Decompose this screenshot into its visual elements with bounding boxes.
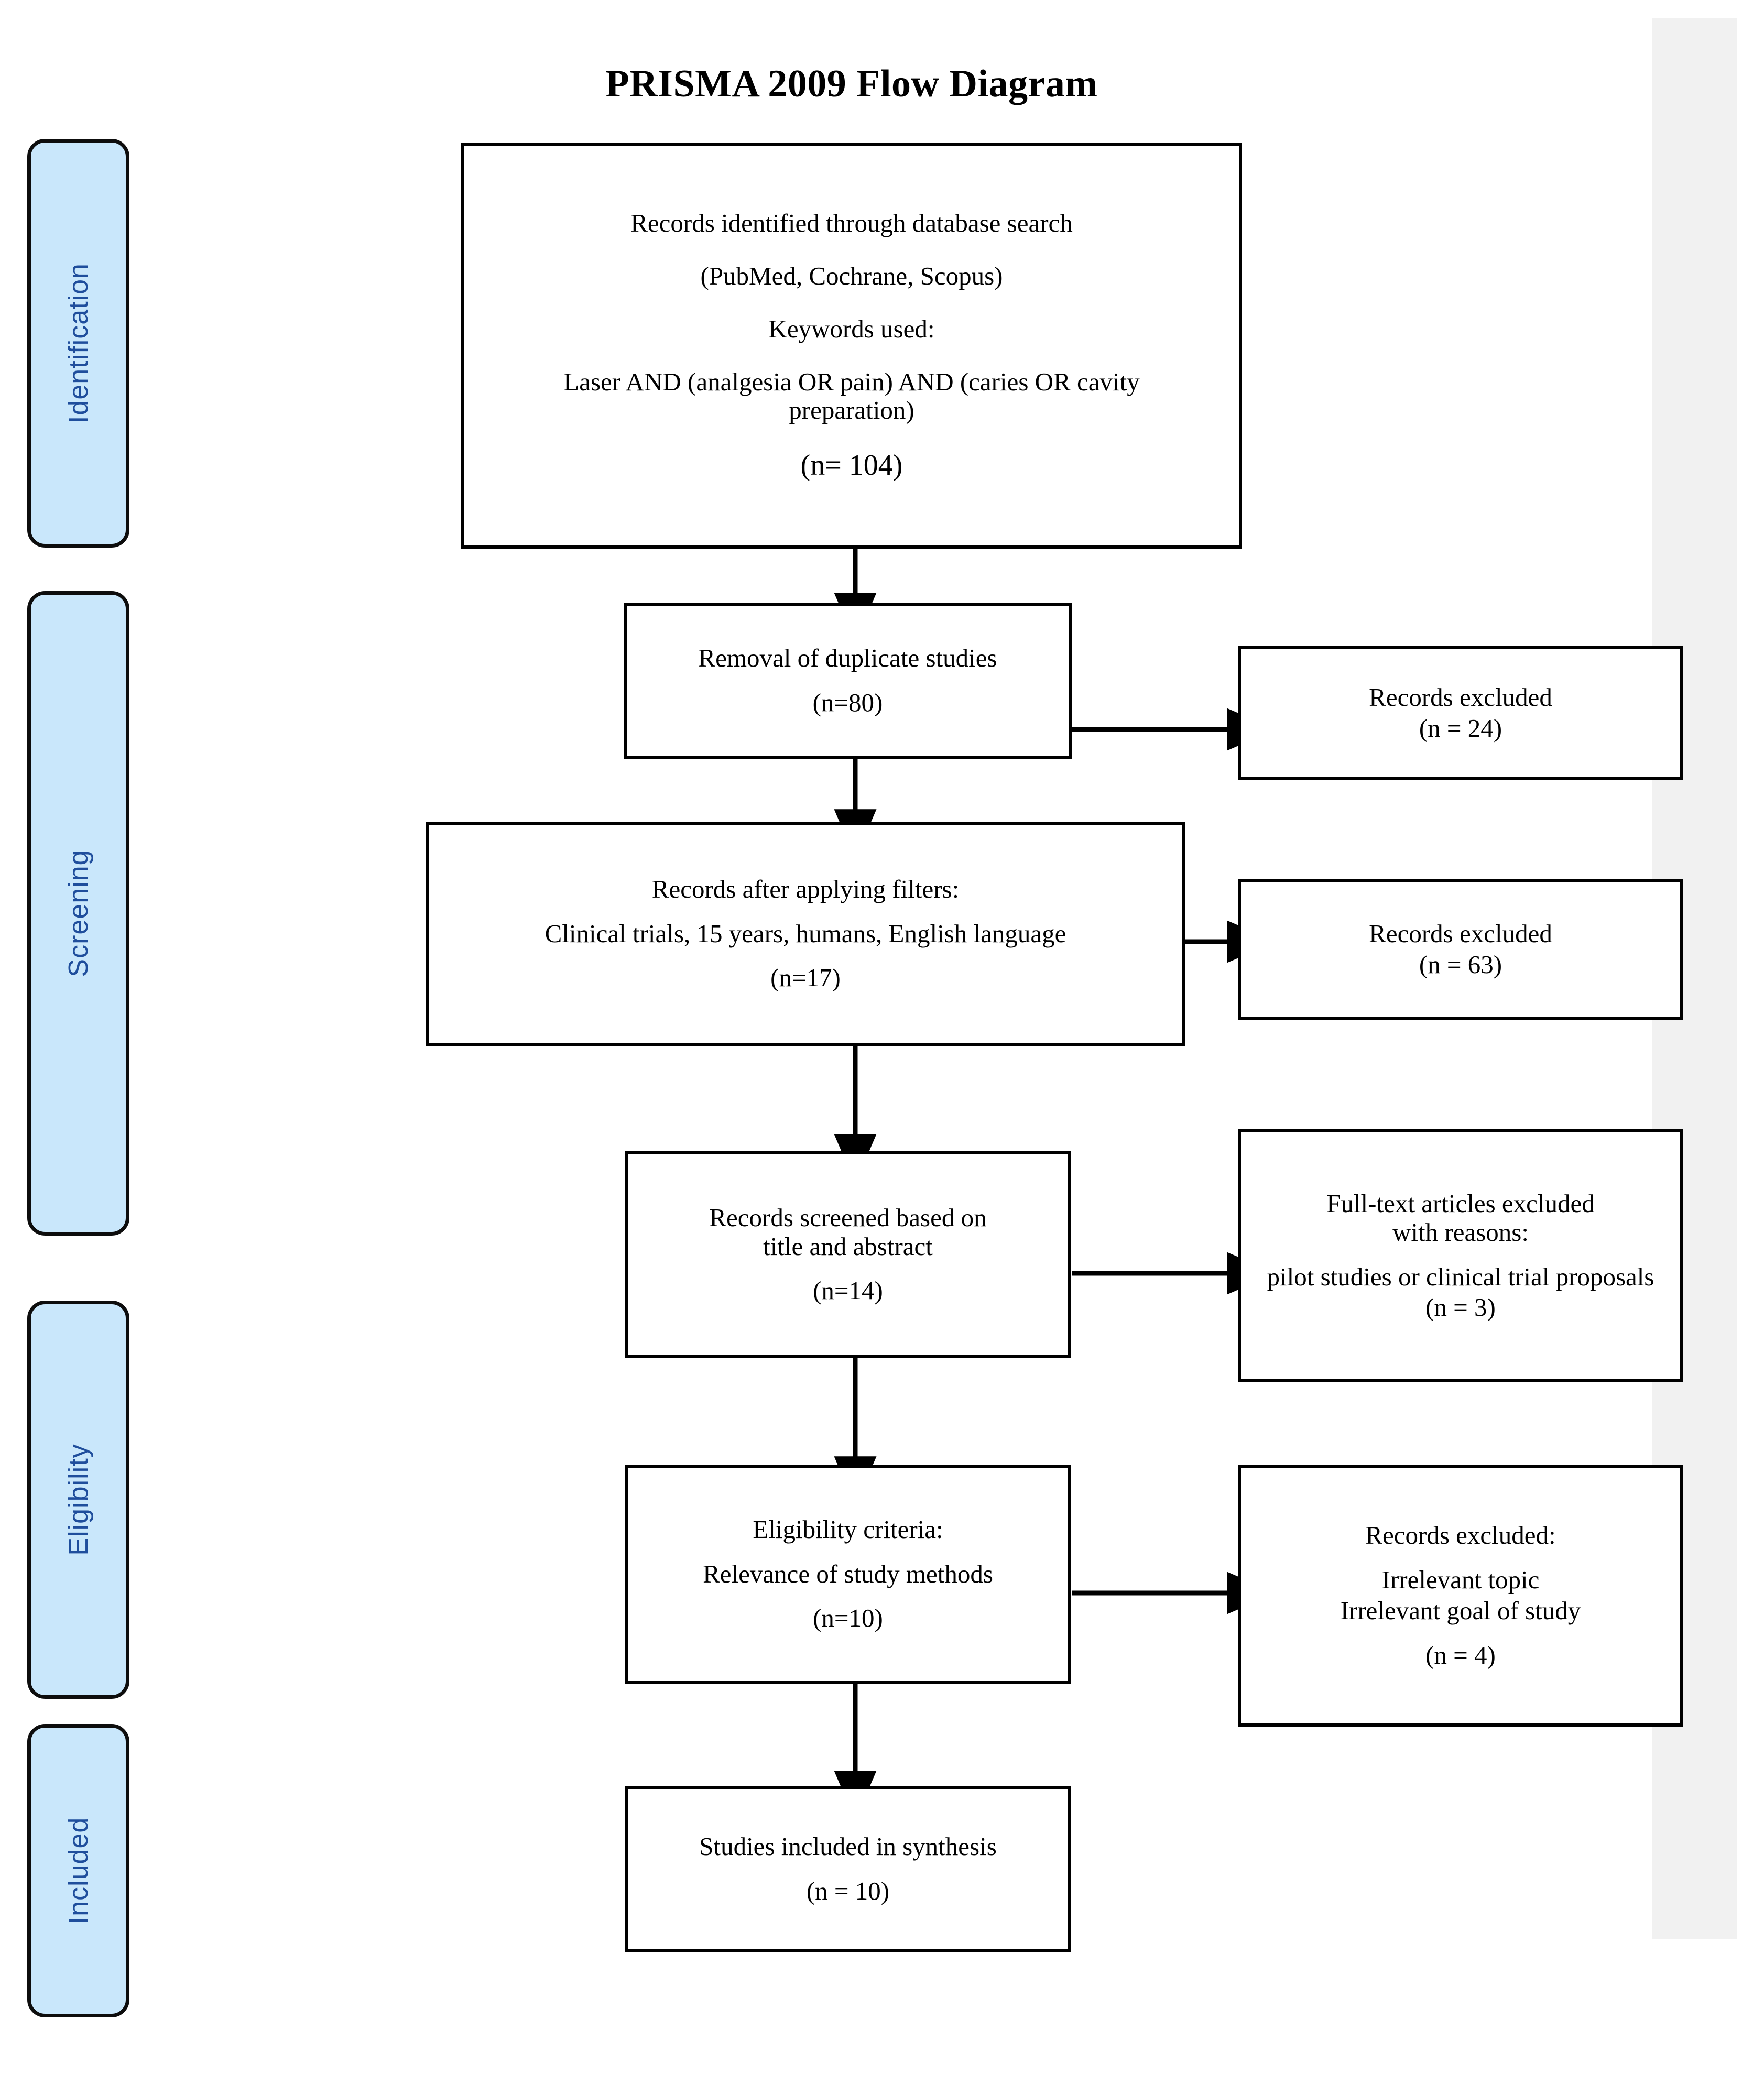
- records-after-filters-count: (n=17): [770, 963, 841, 992]
- full-text-excluded-box: Full-text articles excluded with reasons…: [1238, 1129, 1683, 1382]
- stage-pill-included: Included: [27, 1724, 129, 2017]
- page-title: PRISMA 2009 Flow Diagram: [605, 62, 1098, 105]
- records-identified-line-3: Keywords used:: [768, 314, 935, 343]
- records-excluded-4-box: Records excluded: Irrelevant topic Irrel…: [1238, 1465, 1683, 1727]
- records-excluded-4-count: (n = 4): [1425, 1640, 1496, 1670]
- records-identified-line-1: Records identified through database sear…: [630, 208, 1073, 237]
- records-excluded-4-reason-2: Irrelevant goal of study: [1340, 1596, 1581, 1625]
- studies-included-count: (n = 10): [806, 1876, 890, 1905]
- records-identified-keywords: Laser AND (analgesia OR pain) AND (carie…: [563, 367, 1140, 425]
- studies-included-label: Studies included in synthesis: [699, 1832, 997, 1861]
- eligibility-criteria-detail: Relevance of study methods: [703, 1559, 993, 1588]
- stage-label-eligibility: Eligibility: [63, 1444, 94, 1556]
- records-excluded-24-label: Records excluded: [1369, 682, 1552, 712]
- records-excluded-4-reason-1: Irrelevant topic: [1381, 1565, 1540, 1595]
- records-identified-line-2: (PubMed, Cochrane, Scopus): [700, 261, 1003, 290]
- records-excluded-63-label: Records excluded: [1369, 919, 1552, 948]
- records-excluded-24-box: Records excluded (n = 24): [1238, 646, 1683, 780]
- removal-of-duplicates-box: Removal of duplicate studies (n=80): [624, 603, 1072, 759]
- stage-pill-identification: Identification: [27, 139, 129, 548]
- stage-label-screening: Screening: [63, 849, 94, 977]
- records-identified-box: Records identified through database sear…: [461, 143, 1242, 549]
- records-screened-count: (n=14): [813, 1276, 883, 1305]
- eligibility-criteria-box: Eligibility criteria: Relevance of study…: [625, 1465, 1071, 1684]
- records-excluded-63-count: (n = 63): [1419, 950, 1502, 979]
- stage-pill-screening: Screening: [27, 591, 129, 1236]
- records-after-filters-label: Records after applying filters:: [651, 874, 960, 903]
- stage-label-identification: Identification: [63, 263, 94, 423]
- studies-included-box: Studies included in synthesis (n = 10): [625, 1786, 1071, 1952]
- records-after-filters-box: Records after applying filters: Clinical…: [426, 822, 1185, 1046]
- full-text-excluded-reasons: pilot studies or clinical trial proposal…: [1267, 1262, 1654, 1291]
- full-text-excluded-label: Full-text articles excluded with reasons…: [1326, 1188, 1595, 1247]
- eligibility-criteria-label: Eligibility criteria:: [753, 1514, 943, 1544]
- records-identified-count: (n= 104): [800, 449, 903, 482]
- records-excluded-24-count: (n = 24): [1419, 713, 1502, 743]
- stage-label-included: Included: [63, 1817, 94, 1925]
- records-screened-label: Records screened based on title and abst…: [709, 1203, 987, 1261]
- removal-of-duplicates-label: Removal of duplicate studies: [698, 643, 997, 673]
- removal-of-duplicates-count: (n=80): [812, 688, 883, 717]
- records-excluded-4-label: Records excluded:: [1365, 1521, 1556, 1550]
- stage-pill-eligibility: Eligibility: [27, 1301, 129, 1699]
- records-excluded-63-box: Records excluded (n = 63): [1238, 879, 1683, 1020]
- eligibility-criteria-count: (n=10): [813, 1603, 883, 1633]
- full-text-excluded-count: (n = 3): [1425, 1293, 1496, 1322]
- records-after-filters-criteria: Clinical trials, 15 years, humans, Engli…: [545, 919, 1066, 948]
- records-screened-box: Records screened based on title and abst…: [625, 1151, 1071, 1358]
